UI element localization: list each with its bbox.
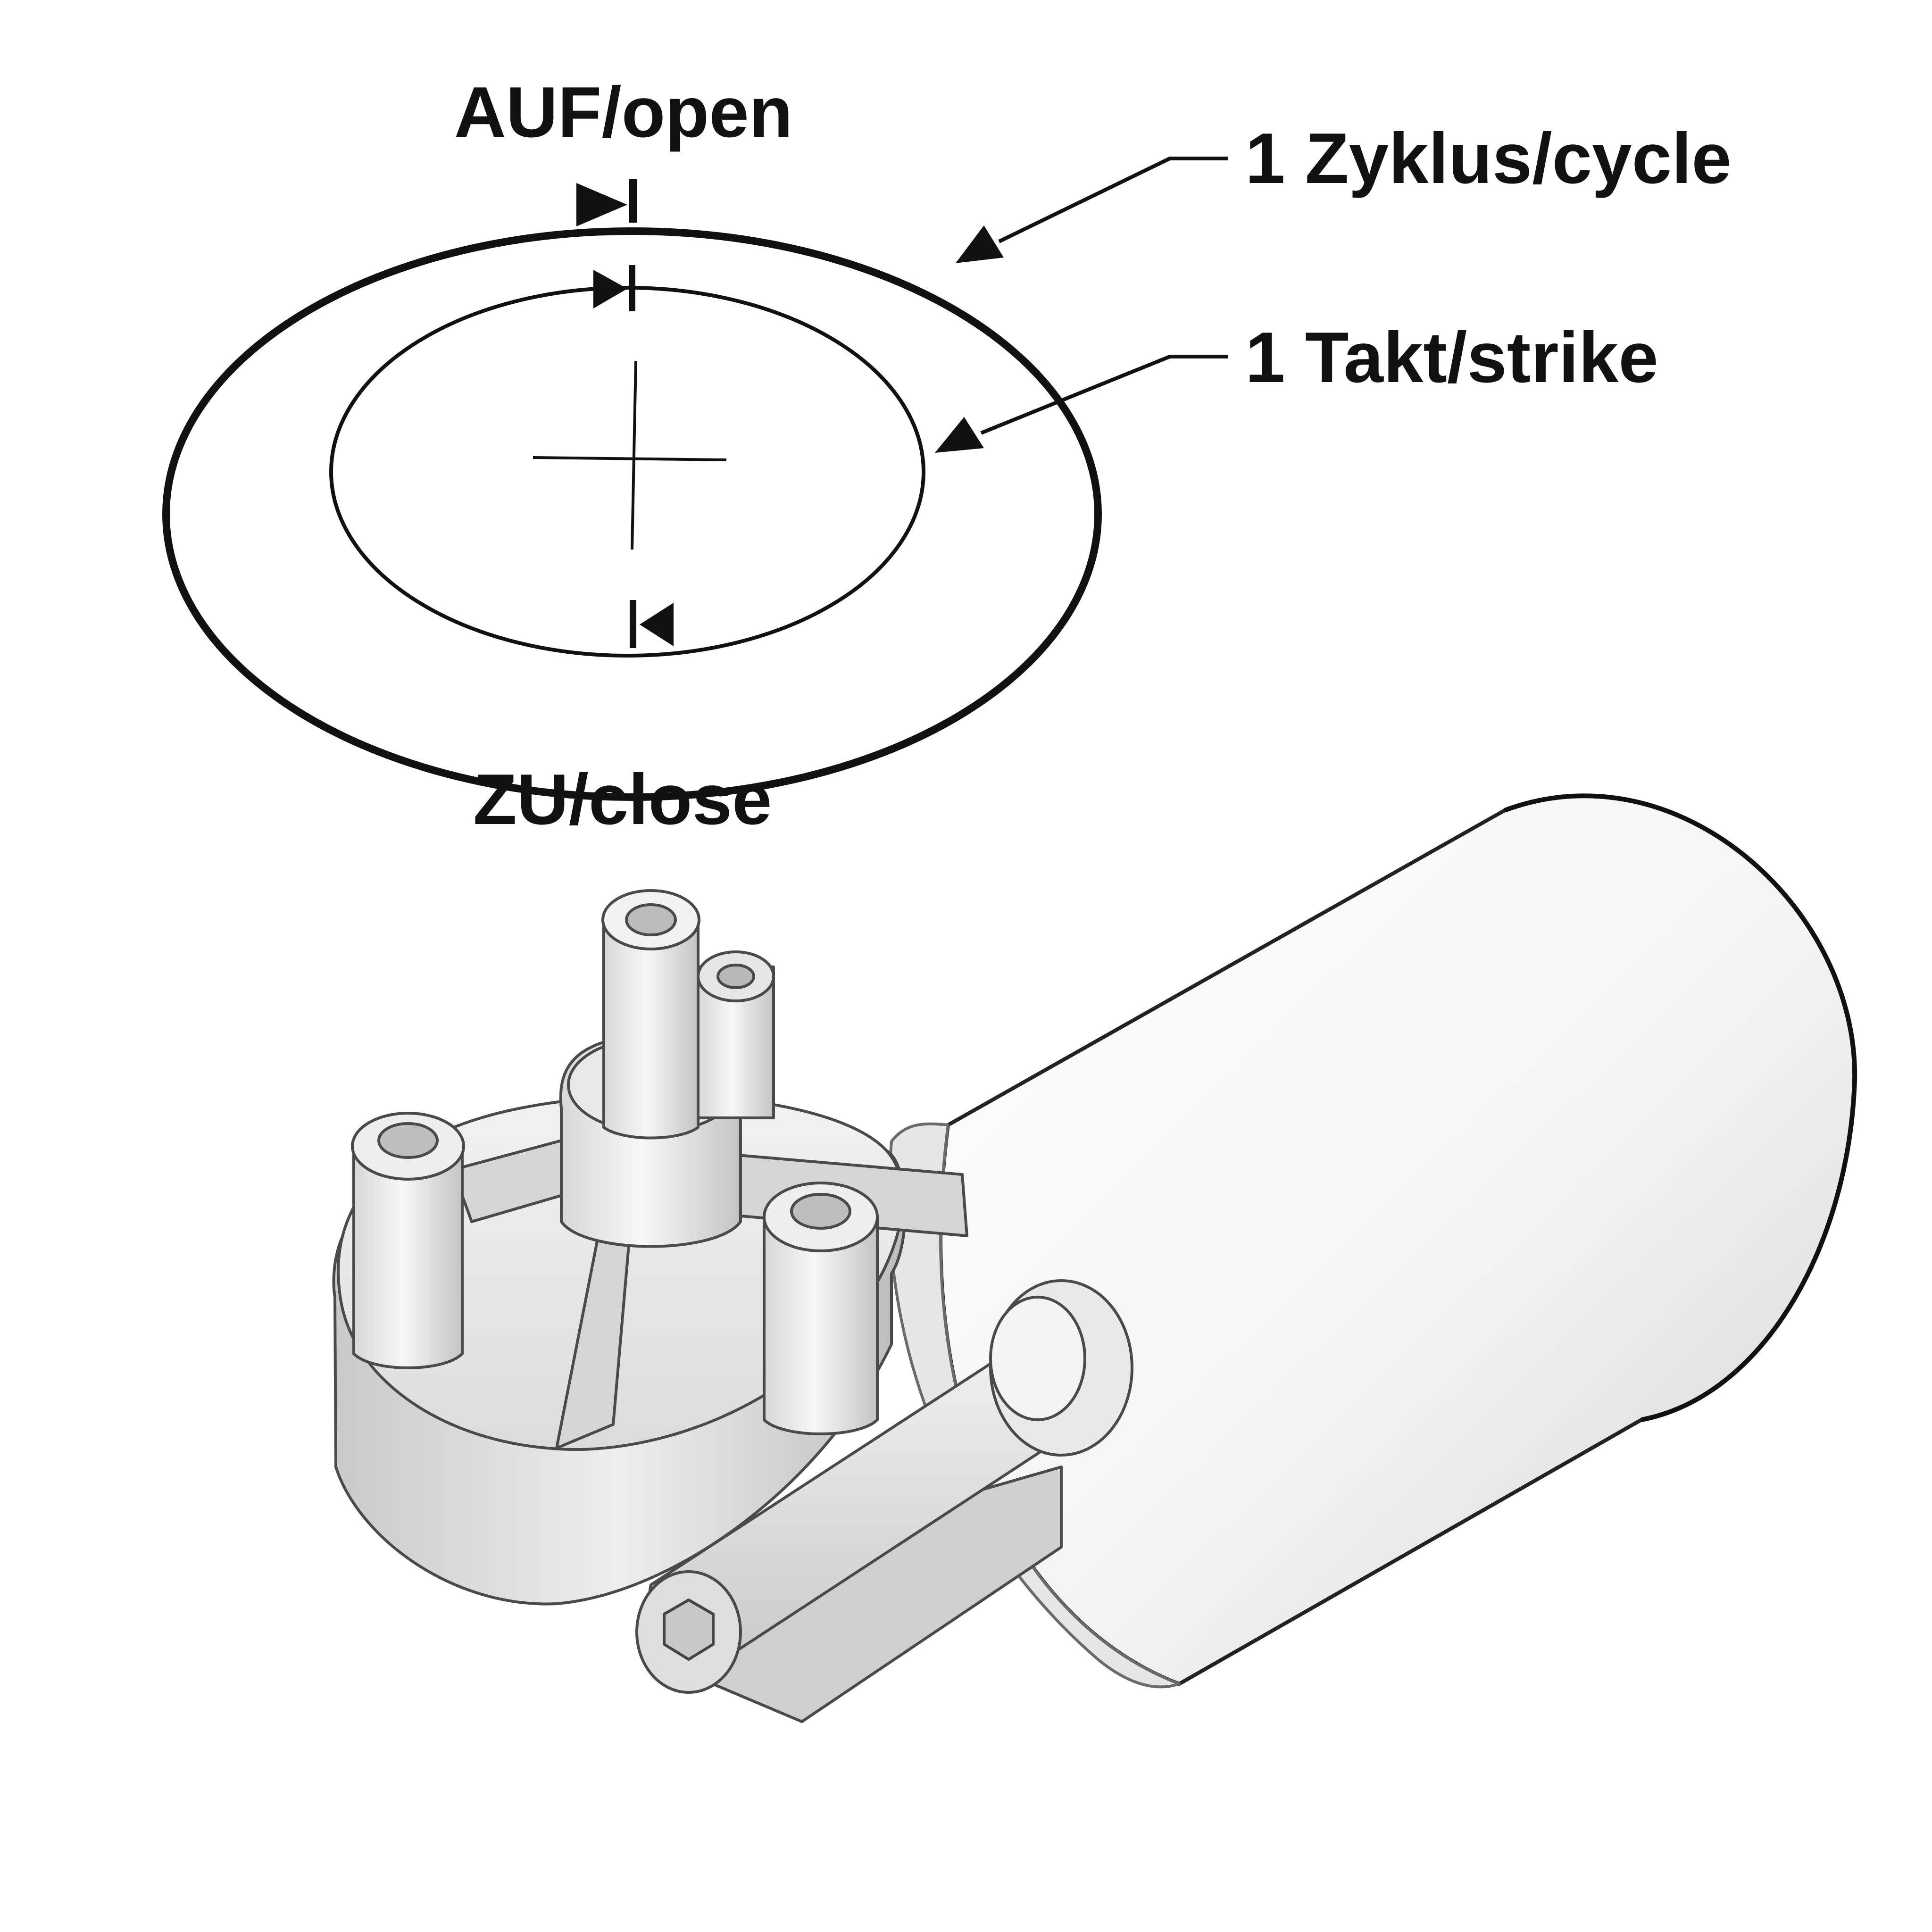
center-output-post (559, 889, 775, 1248)
strike-ellipse (329, 286, 925, 658)
cycle-ellipse (162, 227, 1102, 801)
open-marker-outer (576, 179, 637, 226)
strike-leader-arrow (935, 355, 1228, 453)
open-label: AUF/open (454, 72, 793, 152)
gear-motor-illustration (332, 793, 1857, 1723)
cycle-label: 1 Zyklus/cycle (1245, 118, 1732, 199)
drive-shaft (635, 1279, 1133, 1723)
left-mounting-post (351, 1112, 465, 1369)
center-crosshair (533, 360, 727, 550)
cycle-diagram: AUF/open ZU/close 1 Zyklus/cycle 1 Takt/… (162, 72, 1732, 840)
hex-socket-icon (663, 1599, 715, 1661)
strike-label: 1 Takt/strike (1245, 317, 1658, 398)
close-label: ZU/close (473, 759, 772, 840)
close-marker-inner (630, 600, 674, 648)
cycle-leader-arrow (956, 157, 1228, 263)
right-mounting-post (763, 1182, 879, 1435)
open-marker-inner (593, 265, 635, 311)
